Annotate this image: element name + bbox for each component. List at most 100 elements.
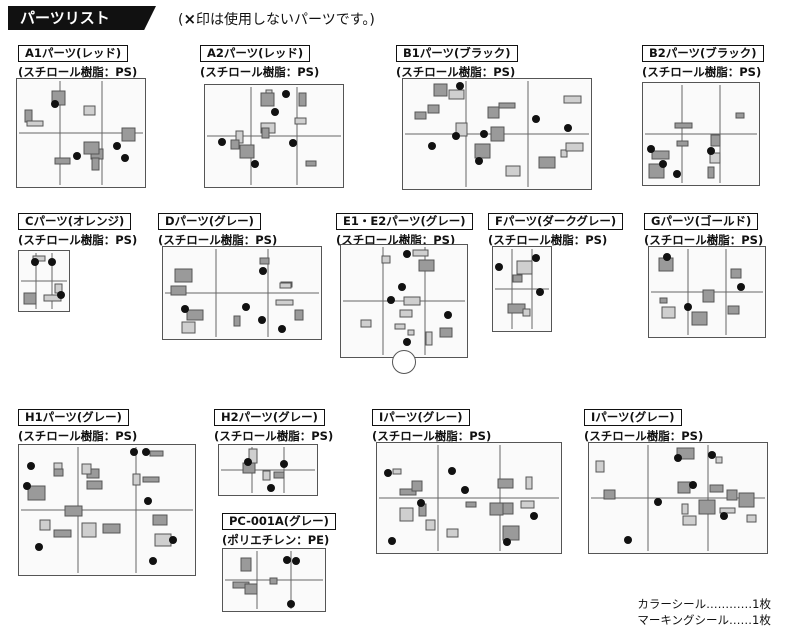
part-shape — [719, 507, 736, 514]
part-shape — [448, 89, 465, 100]
part-shape — [381, 255, 391, 264]
part-number-marker — [647, 145, 655, 153]
section-h1: H1パーツ(グレー) (スチロール樹脂：PS) — [18, 406, 137, 444]
part-number-marker — [283, 556, 291, 564]
section-material: (スチロール樹脂：PS) — [644, 233, 764, 247]
part-shape — [487, 106, 500, 119]
section-title: Dパーツ(グレー) — [158, 213, 261, 230]
part-shape — [414, 111, 427, 120]
part-shape — [186, 309, 204, 321]
part-shape — [497, 478, 514, 489]
part-shape — [275, 299, 294, 306]
part-shape — [305, 160, 317, 167]
section-g: Gパーツ(ゴールド) (スチロール樹脂：PS) — [644, 210, 763, 248]
part-number-marker — [287, 600, 295, 608]
part-shape — [152, 514, 168, 526]
part-shape — [260, 92, 275, 107]
part-number-marker — [564, 124, 572, 132]
part-number-marker — [23, 482, 31, 490]
part-shape — [273, 471, 285, 479]
part-shape — [648, 163, 665, 179]
section-d: Dパーツ(グレー) (スチロール樹脂：PS) — [158, 210, 277, 248]
part-shape — [682, 515, 697, 526]
color-seal: カラーシール…………1枚 — [637, 597, 771, 611]
part-number-marker — [258, 316, 266, 324]
section-material: (スチロール樹脂：PS) — [158, 233, 278, 247]
part-number-marker — [475, 157, 483, 165]
part-number-marker — [149, 557, 157, 565]
runner-d — [162, 246, 322, 340]
part-shape — [149, 450, 164, 457]
part-number-marker — [169, 536, 177, 544]
part-shape — [64, 505, 83, 517]
part-shape — [455, 122, 468, 137]
part-number-marker — [57, 291, 65, 299]
part-number-marker — [448, 467, 456, 475]
part-shape — [563, 95, 582, 104]
note-text: 印は使用しないパーツです。 — [196, 12, 370, 28]
part-number-marker — [259, 267, 267, 275]
part-number-marker — [708, 451, 716, 459]
part-number-marker — [654, 498, 662, 506]
part-number-marker — [387, 296, 395, 304]
part-shape — [498, 102, 516, 109]
section-material: (スチロール樹脂：PS) — [372, 429, 492, 443]
part-shape — [26, 120, 44, 127]
runner-i1 — [376, 442, 562, 554]
part-number-marker — [278, 325, 286, 333]
runner-f — [492, 246, 552, 332]
part-number-marker — [388, 537, 396, 545]
part-number-marker — [495, 263, 503, 271]
part-shape — [595, 460, 605, 473]
section-e: E1・E2パーツ(グレー) (スチロール樹脂：PS) — [336, 210, 473, 248]
part-shape — [411, 480, 423, 492]
part-number-marker — [461, 486, 469, 494]
part-shape — [262, 470, 271, 481]
part-shape — [512, 274, 523, 283]
part-number-marker — [51, 100, 59, 108]
part-number-marker — [244, 458, 252, 466]
part-shape — [399, 507, 414, 522]
part-shape — [239, 144, 255, 159]
part-number-marker — [532, 115, 540, 123]
part-number-marker — [530, 512, 538, 520]
part-shape — [677, 481, 691, 494]
part-number-marker — [503, 538, 511, 546]
part-shape — [516, 260, 533, 275]
part-shape — [230, 139, 240, 150]
section-i1: Iパーツ(グレー) (スチロール樹脂：PS) — [372, 406, 491, 444]
part-number-marker — [480, 130, 488, 138]
part-shape — [505, 165, 521, 177]
runner-a1 — [16, 78, 146, 188]
section-material: (スチロール樹脂：PS) — [396, 65, 516, 79]
section-title: E1・E2パーツ(グレー) — [336, 213, 473, 230]
part-number-marker — [536, 288, 544, 296]
part-shape — [490, 126, 505, 142]
part-shape — [709, 484, 724, 493]
header-note: (×印は使用しないパーツです。) — [178, 10, 375, 28]
part-number-marker — [403, 250, 411, 258]
section-b1: B1パーツ(ブラック) (スチロール樹脂：PS) — [396, 42, 518, 80]
part-shape — [261, 127, 270, 139]
part-number-marker — [289, 139, 297, 147]
section-pc: PC-001A(グレー) (ポリエチレン：PE) — [222, 510, 336, 548]
part-shape — [91, 157, 100, 171]
section-title: B2パーツ(ブラック) — [642, 45, 764, 62]
part-shape — [394, 323, 406, 330]
part-number-marker — [403, 338, 411, 346]
part-shape — [727, 305, 740, 315]
part-number-marker — [452, 132, 460, 140]
part-number-marker — [142, 448, 150, 456]
part-shape — [86, 480, 103, 490]
part-number-marker — [130, 448, 138, 456]
part-number-marker — [384, 469, 392, 477]
part-shape — [27, 485, 46, 501]
part-number-marker — [267, 484, 275, 492]
part-shape — [53, 462, 63, 470]
part-number-marker — [684, 303, 692, 311]
part-number-marker — [251, 160, 259, 168]
part-shape — [154, 533, 172, 547]
part-shape — [710, 134, 721, 147]
part-shape — [412, 249, 429, 257]
section-title: H2パーツ(グレー) — [214, 409, 325, 426]
